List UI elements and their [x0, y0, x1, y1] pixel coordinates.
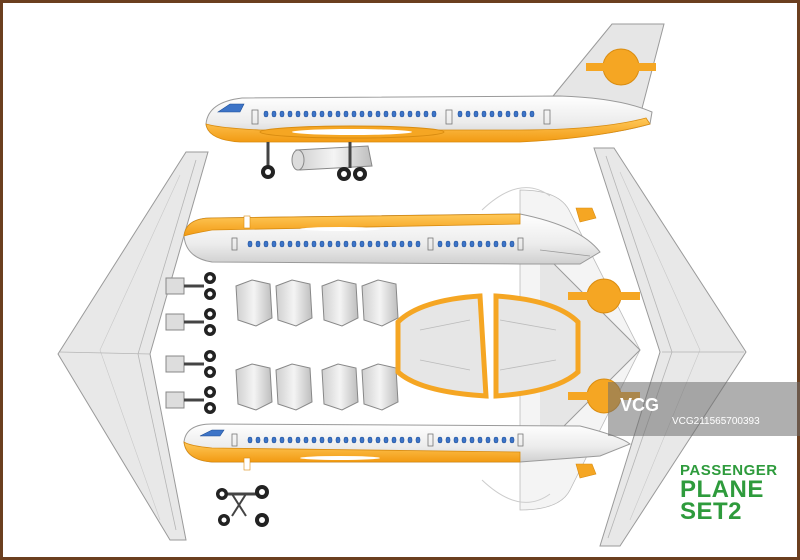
title-passenger: PASSENGER [680, 462, 778, 479]
watermark-id: VCG211565700393 [672, 416, 760, 427]
watermark-overlay: VCG VCG211565700393 [608, 382, 800, 436]
fuselage-strip-top [183, 213, 601, 265]
wing-fairing-panels [395, 293, 581, 399]
side-view-plane [205, 23, 665, 181]
watermark-logo: VCG [620, 395, 660, 415]
fuselage-strip-bottom [183, 423, 631, 471]
tab-piece [575, 463, 597, 479]
landing-gear-parts [165, 272, 269, 527]
left-wing [57, 151, 209, 541]
right-wing [593, 147, 747, 547]
title-set: SET2 [680, 498, 743, 525]
engine-nacelles [235, 279, 399, 411]
title-plane: PLANE [680, 476, 764, 503]
tab-piece [575, 207, 597, 223]
